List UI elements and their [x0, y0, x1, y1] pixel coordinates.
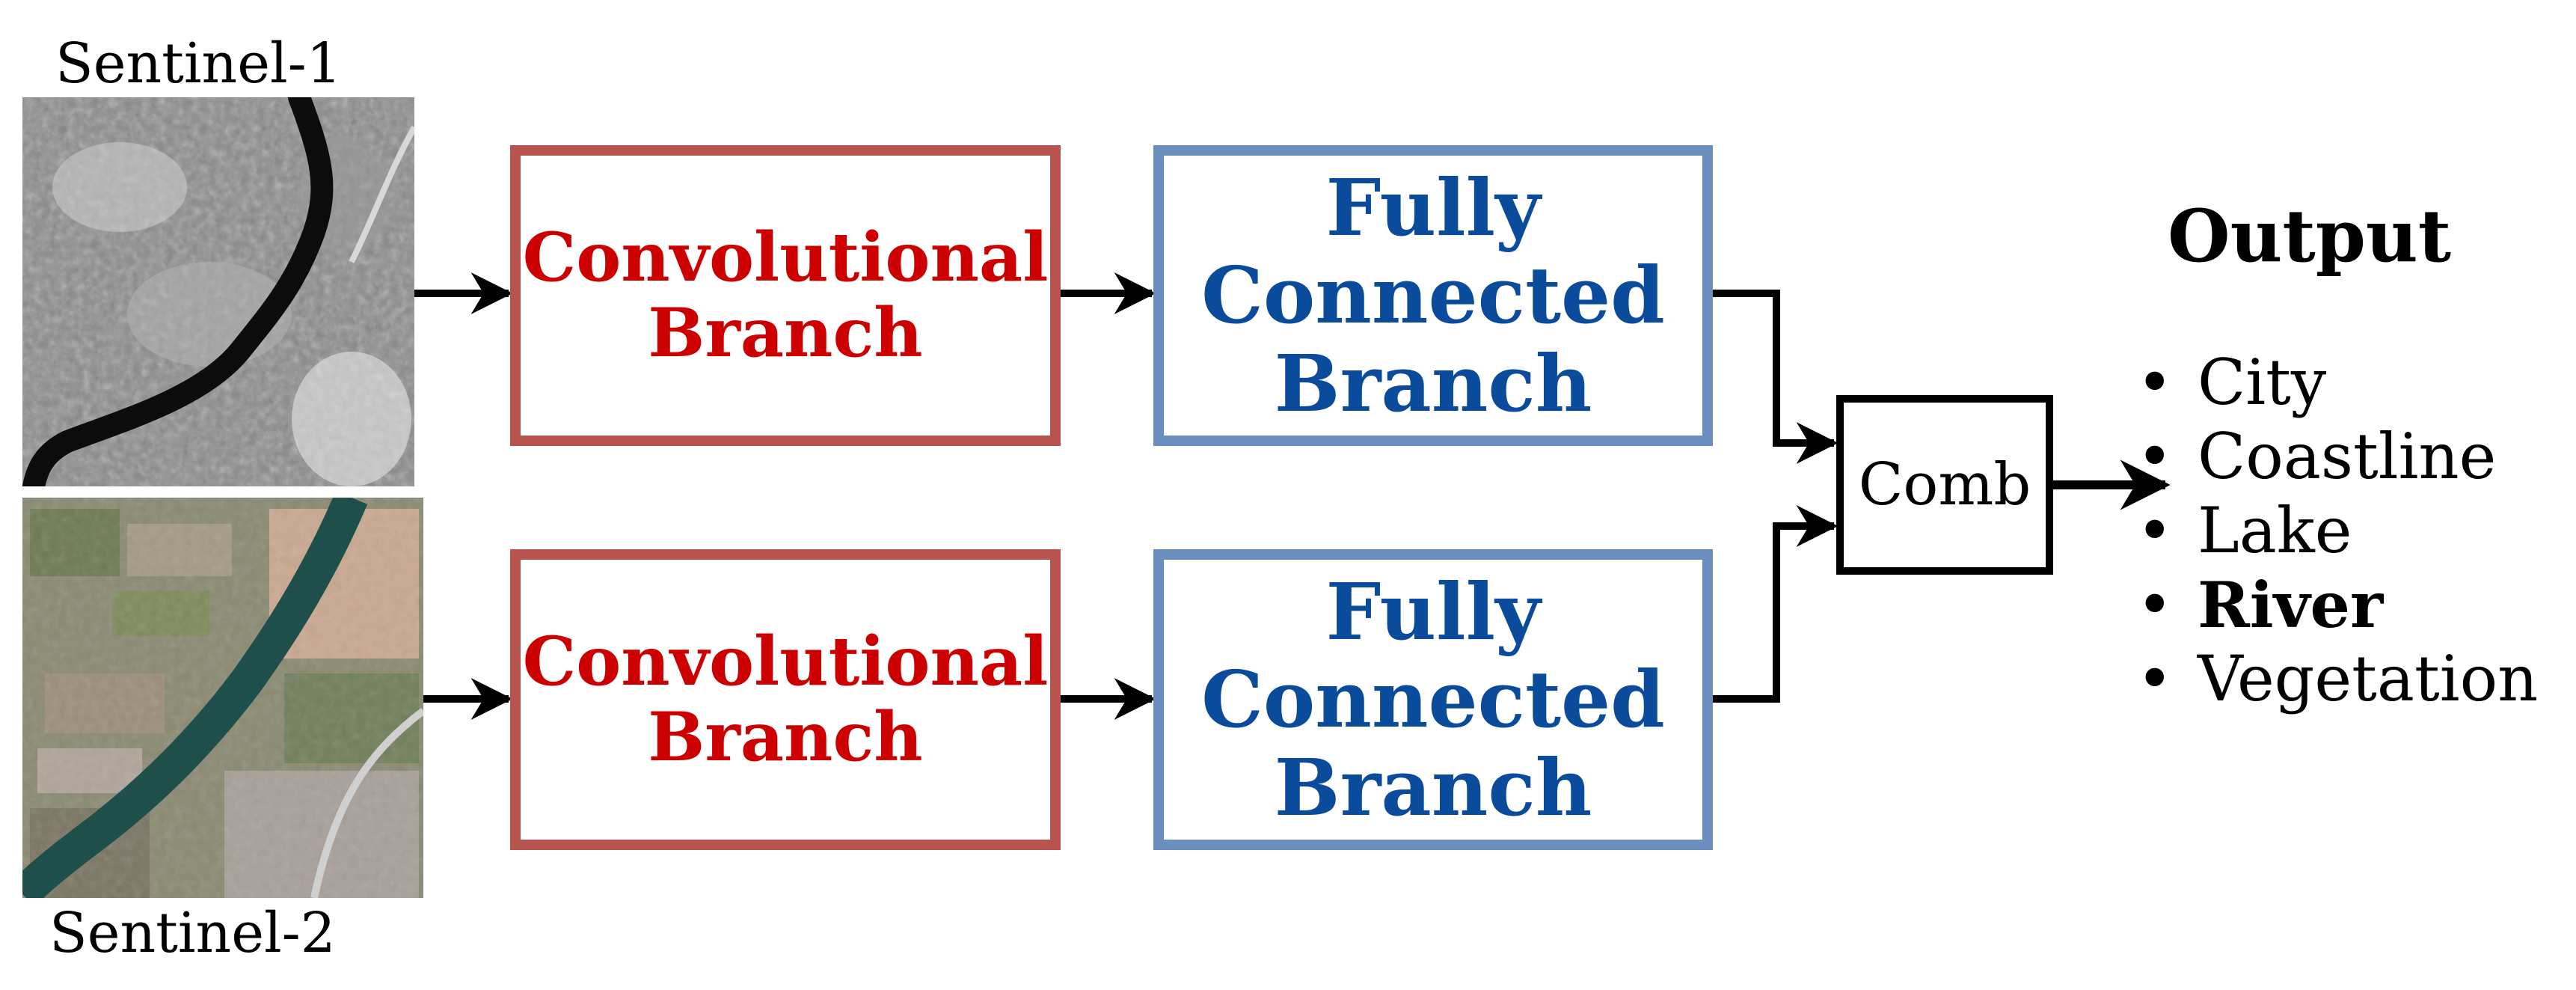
output-item: • Coastline: [2136, 420, 2538, 494]
fc-branch-top-line2: Connected: [1201, 249, 1665, 342]
fc-branch-bottom-line1: Fully: [1325, 565, 1541, 658]
conv-branch-top: Convolutional Branch: [510, 145, 1061, 446]
fc-branch-top-line3: Branch: [1274, 337, 1592, 430]
output-item: • River: [2136, 568, 2538, 642]
sentinel-1-label: Sentinel-1: [55, 31, 342, 96]
comb-box: Comb: [1836, 395, 2053, 575]
conv-branch-bottom-line2: Branch: [648, 697, 923, 777]
output-class-list: • City • Coastline • Lake • River • Vegetation: [2136, 346, 2538, 716]
output-item: • City: [2136, 346, 2538, 420]
output-title: Output: [2168, 194, 2452, 278]
output-item-label: Lake: [2198, 494, 2352, 567]
connector-fc-top-to-comb: [1713, 290, 1839, 464]
output-item-label: City: [2198, 346, 2327, 419]
bullet-icon: •: [2136, 346, 2174, 419]
conv-branch-bottom: Convolutional Branch: [510, 549, 1061, 850]
conv-branch-top-line1: Convolutional: [522, 218, 1049, 298]
fc-branch-top: Fully Connected Branch: [1153, 145, 1713, 446]
output-item-label: River: [2198, 568, 2384, 642]
bullet-icon: •: [2136, 420, 2174, 493]
conv-branch-top-line2: Branch: [648, 293, 923, 373]
output-item-label: Coastline: [2198, 420, 2497, 493]
fc-branch-top-line1: Fully: [1325, 161, 1541, 254]
bullet-icon: •: [2136, 494, 2174, 567]
sentinel-2-image: [22, 498, 423, 898]
fc-branch-bottom-line2: Connected: [1201, 653, 1665, 746]
bullet-icon: •: [2136, 568, 2174, 641]
fc-branch-bottom-line3: Branch: [1274, 741, 1592, 834]
fc-branch-bottom: Fully Connected Branch: [1153, 549, 1713, 850]
sentinel-2-label: Sentinel-2: [49, 901, 336, 965]
output-item: • Vegetation: [2136, 642, 2538, 716]
output-item-label: Vegetation: [2198, 642, 2539, 715]
sentinel-1-image: [22, 97, 414, 486]
comb-label: Comb: [1858, 451, 2031, 519]
connector-fc-bottom-to-comb: [1713, 505, 1839, 703]
output-item: • Lake: [2136, 494, 2538, 568]
conv-branch-bottom-line1: Convolutional: [522, 622, 1049, 702]
bullet-icon: •: [2136, 642, 2174, 715]
